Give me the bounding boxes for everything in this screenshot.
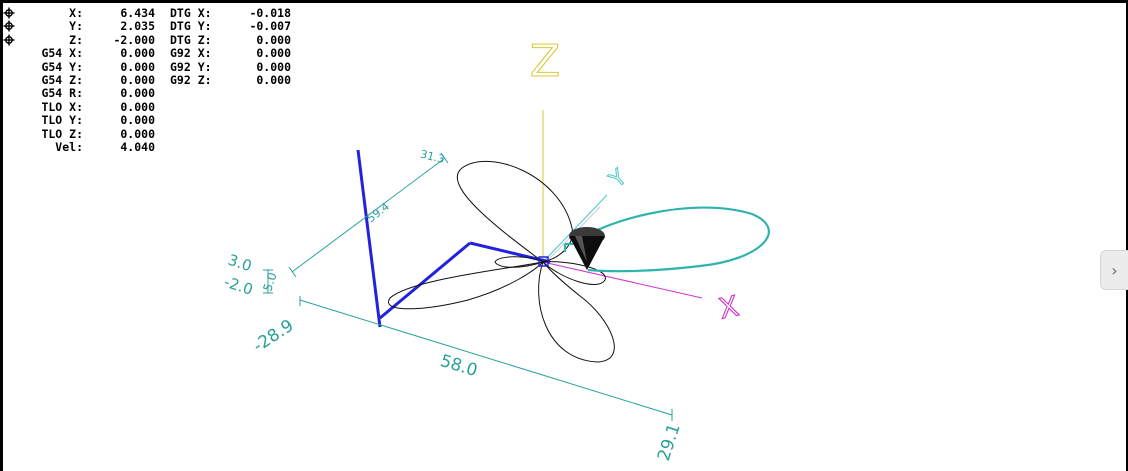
dim-x-max: 29.1: [654, 421, 685, 463]
dro-label-secondary: G92 Y:: [170, 59, 212, 74]
dro-value: 4.040: [120, 139, 155, 154]
dro-label-secondary: DTG Y:: [170, 19, 212, 34]
dro-label: TLO Y:: [41, 113, 83, 128]
dim-z-extent: 5.0: [260, 271, 279, 293]
homed-icon: [3, 34, 15, 46]
side-panel-toggle[interactable]: ›: [1100, 250, 1128, 290]
dimension-labels: 58.0 29.1 -28.9 59.4 31.3 3.0 -2.0 5.0: [222, 148, 685, 464]
dro-value: 2.035: [120, 19, 155, 34]
dro-label: G54 R:: [41, 86, 83, 101]
dro-value-secondary: -0.007: [249, 19, 291, 34]
origin-marker: [538, 256, 549, 267]
z-axis-label: Z: [530, 36, 560, 87]
dro-label-secondary: DTG X:: [170, 6, 212, 20]
dro-value: 0.000: [120, 113, 155, 128]
dro-label-secondary: G92 X:: [170, 46, 212, 61]
dro-value: 0.000: [120, 59, 155, 74]
dim-x-min: -28.9: [250, 316, 298, 357]
dro-value: 0.000: [120, 126, 155, 141]
dro-label: TLO Z:: [41, 126, 83, 141]
machine-limit: [356, 149, 551, 328]
dim-z-min: -2.0: [222, 273, 255, 299]
dro-value: 0.000: [120, 99, 155, 114]
dim-y-max: 31.3: [419, 148, 446, 167]
dro-value-secondary: 0.000: [256, 59, 291, 74]
dro-value-secondary: 0.000: [256, 46, 291, 61]
dro-value: 0.000: [120, 86, 155, 101]
dro-value: 6.434: [120, 6, 155, 20]
y-axis-label: Y: [605, 165, 633, 194]
dro-label-secondary: G92 Z:: [170, 72, 212, 87]
dro-value-secondary: 0.000: [256, 72, 291, 87]
dro-label: TLO X:: [41, 99, 83, 114]
dro-value: 0.000: [120, 46, 155, 61]
dro-label: Vel:: [55, 139, 83, 154]
live-plot: [563, 206, 770, 273]
dro-value-secondary: 0.000: [256, 32, 291, 47]
x-axis-label: X: [716, 289, 742, 325]
tool-cone-icon: [569, 227, 605, 270]
dro-label: G54 Z:: [41, 72, 83, 87]
dro-label: X:: [69, 6, 83, 20]
program-toolpath: [387, 160, 615, 363]
dim-y-extent: 59.4: [365, 200, 392, 225]
dro-label-secondary: DTG Z:: [170, 32, 212, 47]
dro-label: G54 X:: [41, 46, 83, 61]
dro-value-secondary: -0.018: [249, 6, 291, 20]
dro-value: -2.000: [113, 32, 155, 47]
dim-z-max: 3.0: [226, 251, 254, 275]
dro-label: G54 Y:: [41, 59, 83, 74]
chevron-right-icon: ›: [1111, 260, 1118, 280]
dro-label: Y:: [69, 19, 83, 34]
dro-value: 0.000: [120, 72, 155, 87]
z-axis: Z: [529, 35, 561, 262]
homed-icon: [3, 20, 15, 32]
dim-x-extent: 58.0: [438, 351, 480, 381]
dro-label: Z:: [69, 32, 83, 47]
homed-icon: [3, 7, 15, 19]
dimension-lines: [263, 152, 673, 421]
